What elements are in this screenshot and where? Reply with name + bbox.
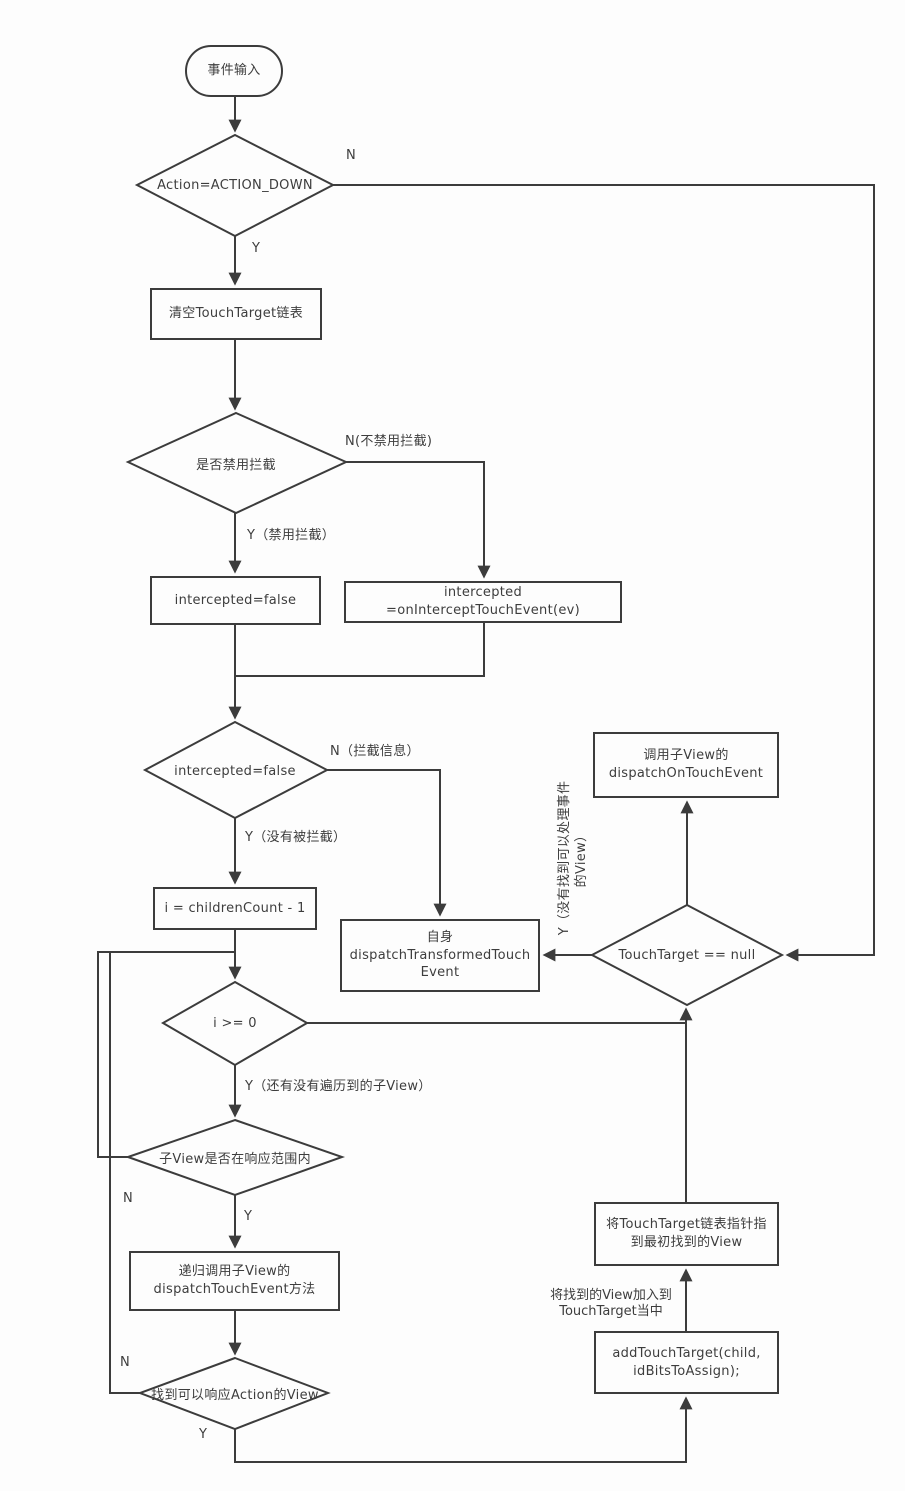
node-intercepted-false-label: intercepted=false xyxy=(174,592,297,608)
edge-label-intercepted-y: Y（没有被拦截） xyxy=(245,830,347,845)
edge-found-view-y xyxy=(234,1396,693,1463)
node-on-intercept-line1: intercepted xyxy=(443,585,523,601)
node-link-pointer-line1: 将TouchTarget链表指针指 xyxy=(606,1217,767,1233)
edge-label-intercepted-n: N（拦截信息） xyxy=(330,744,420,759)
node-link-pointer-line2: 到最初找到的View xyxy=(630,1235,743,1250)
node-clear-touch-target-label: 清空TouchTarget链表 xyxy=(168,306,304,322)
node-i-init: i = childrenCount - 1 xyxy=(153,887,317,930)
node-call-child-dispatch: 调用子View的 dispatchOnTouchEvent xyxy=(593,732,779,798)
node-add-touch-target: addTouchTarget(child, idBitsToAssign); xyxy=(594,1331,779,1394)
diamond-intercepted-check-shape xyxy=(142,720,330,820)
edge-child-in-range-n-loop xyxy=(97,951,236,1158)
node-start: 事件输入 xyxy=(185,45,283,97)
edge-label-disable-intercept-y: Y（禁用拦截） xyxy=(247,528,336,543)
edge-action-down-n xyxy=(333,184,875,962)
edge-on-intercept-merge xyxy=(236,623,485,677)
node-call-child-dispatch-line2: dispatchOnTouchEvent xyxy=(608,766,764,781)
node-self-dispatch: 自身 dispatchTransformedTouch Event xyxy=(340,919,540,992)
node-add-touch-target-line2: idBitsToAssign); xyxy=(633,1363,740,1379)
node-call-child-dispatch-line1: 调用子View的 xyxy=(643,748,729,764)
edge-label-i-ge-0-y: Y（还有没有遍历到的子View） xyxy=(245,1079,432,1094)
node-recursive-dispatch: 递归调用子View的 dispatchTouchEvent方法 xyxy=(129,1251,340,1311)
edge-label-action-down-y: Y xyxy=(252,241,261,256)
edge-label-child-in-range-y: Y xyxy=(244,1209,253,1224)
diamond-touch-target-null-shape xyxy=(589,903,785,1007)
edge-disable-intercept-n xyxy=(346,461,491,579)
node-on-intercept: intercepted =onInterceptTouchEvent(ev) xyxy=(344,581,622,623)
node-self-dispatch-line3: Event xyxy=(420,965,460,981)
edge-label-add-to-touch-target-line1: 将找到的View加入到 xyxy=(550,1288,672,1303)
edge-label-add-to-touch-target-line2: TouchTarget当中 xyxy=(559,1304,663,1320)
node-intercepted-false: intercepted=false xyxy=(150,576,321,625)
edge-intercepted-check-n xyxy=(327,769,447,917)
diamond-disable-intercept-shape xyxy=(125,411,349,515)
node-i-init-label: i = childrenCount - 1 xyxy=(164,900,306,916)
edge-label-found-view-n: N xyxy=(120,1355,131,1370)
node-recursive-dispatch-line2: dispatchTouchEvent方法 xyxy=(153,1282,316,1297)
node-self-dispatch-line1: 自身 xyxy=(426,930,454,946)
edge-label-add-to-touch-target: 将找到的View加入到 TouchTarget当中 xyxy=(541,1288,681,1321)
edge-label-touch-target-null-y-line2: 的View） xyxy=(574,828,589,888)
edge-label-touch-target-null-y: Y（没有找到可以处理事件 的View） xyxy=(557,781,591,936)
edge-label-disable-intercept-n: N(不禁用拦截) xyxy=(345,434,433,449)
node-recursive-dispatch-line1: 递归调用子View的 xyxy=(178,1264,291,1280)
node-add-touch-target-line1: addTouchTarget(child, xyxy=(612,1345,761,1361)
diamond-action-down-shape xyxy=(134,133,336,238)
edge-label-found-view-y: Y xyxy=(199,1427,208,1442)
edge-found-view-n-loop xyxy=(109,953,140,1394)
node-clear-touch-target: 清空TouchTarget链表 xyxy=(150,288,322,340)
diamond-child-in-range-shape xyxy=(124,1118,346,1197)
node-on-intercept-line2: =onInterceptTouchEvent(ev) xyxy=(386,603,580,618)
node-start-label: 事件输入 xyxy=(207,63,261,79)
diamond-found-view-shape xyxy=(137,1356,331,1431)
node-self-dispatch-line2: dispatchTransformedTouch xyxy=(349,947,531,963)
edge-label-child-in-range-n: N xyxy=(123,1191,134,1206)
edge-label-touch-target-null-y-line1: Y（没有找到可以处理事件 xyxy=(557,780,573,936)
node-link-pointer: 将TouchTarget链表指针指 到最初找到的View xyxy=(594,1202,779,1266)
edge-label-action-down-n: N xyxy=(346,148,357,163)
diamond-i-ge-0-shape xyxy=(160,980,310,1067)
